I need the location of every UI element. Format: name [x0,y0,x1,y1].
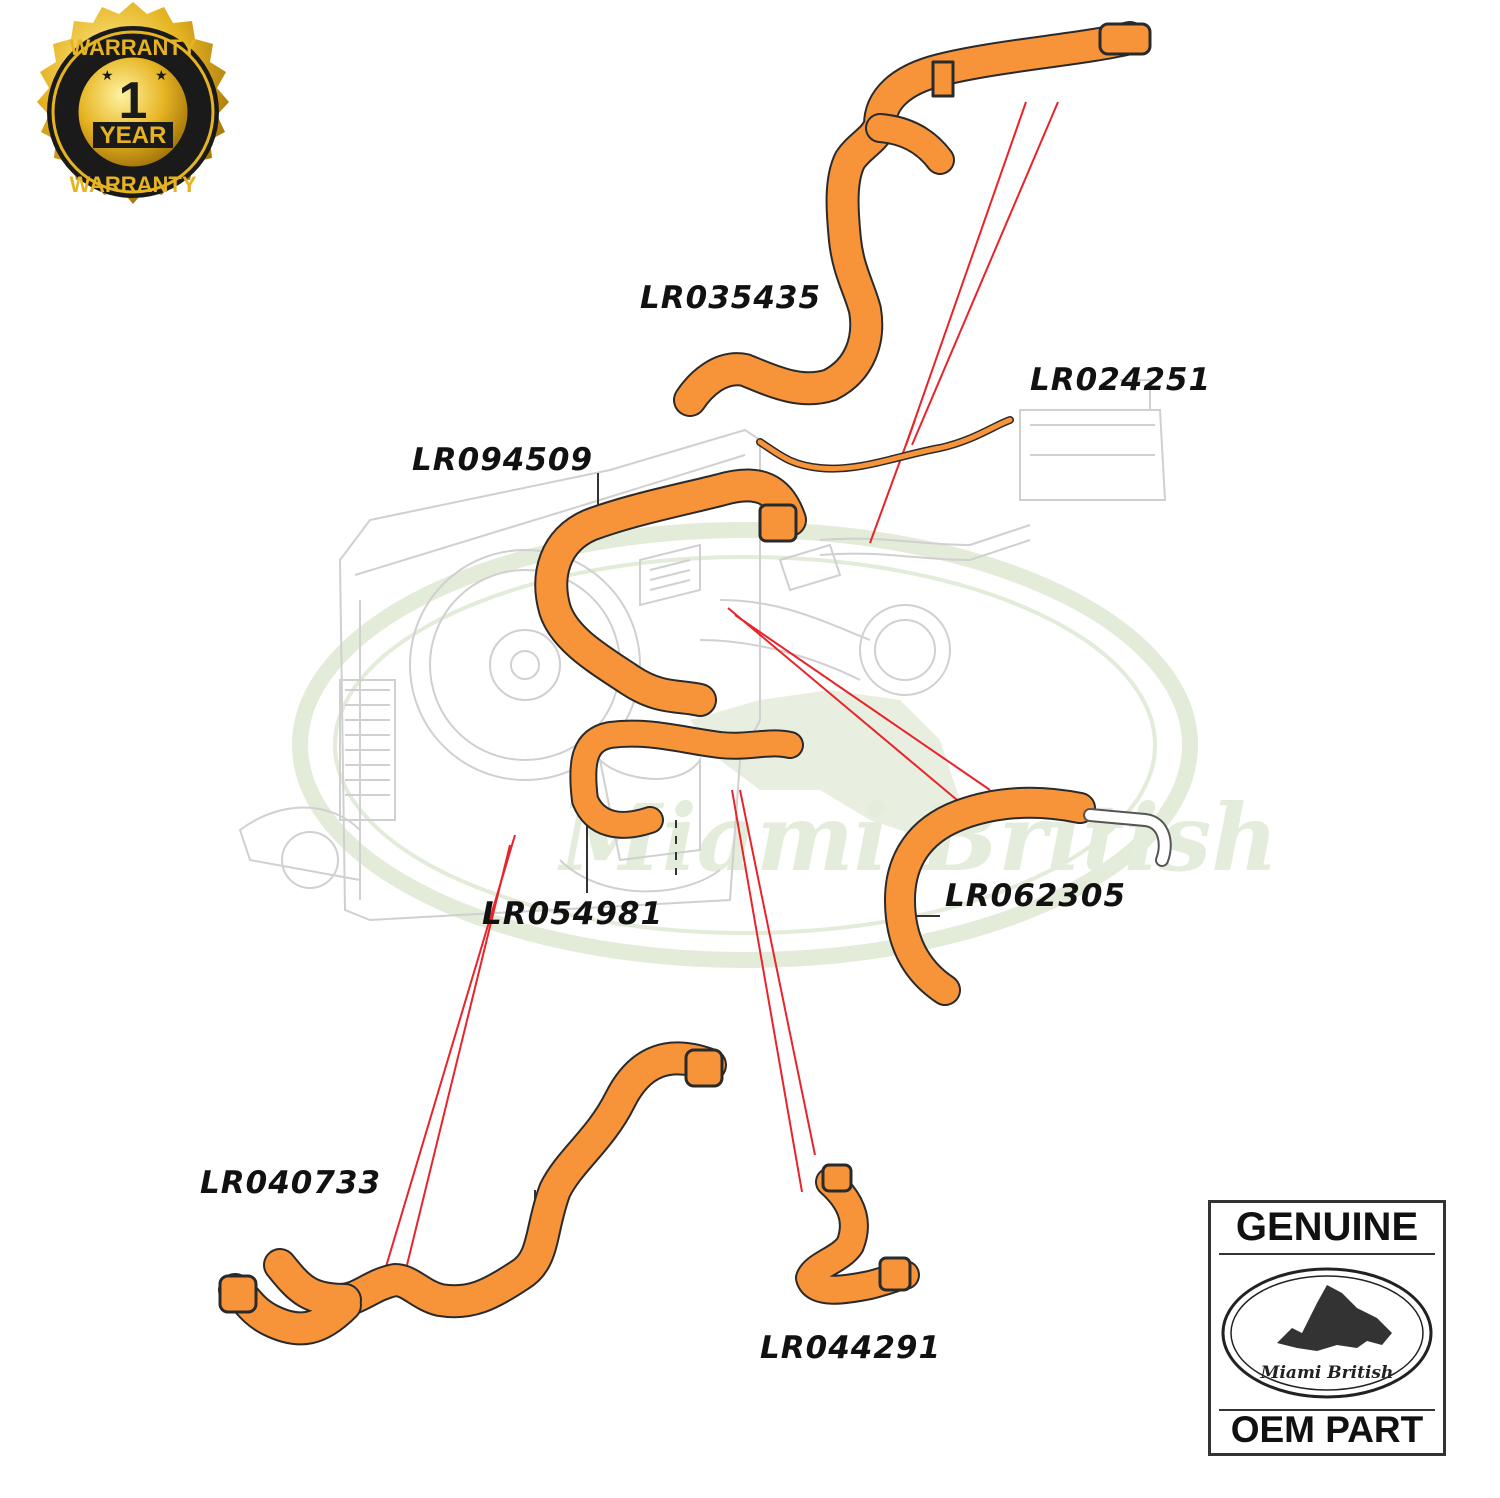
part-label-lr054981: LR054981 [482,896,664,932]
oem-part-text: OEM PART [1230,1409,1424,1450]
warranty-top-text: WARRANTY [69,35,196,60]
part-label-lr040733: LR040733 [200,1165,382,1201]
leader-line-lr044291-a [731,789,803,1193]
hose-lr094509 [534,468,807,717]
watermark-mountain [690,690,960,840]
warranty-seal-icon: WARRANTY WARRANTY 1 YEAR ★ ★ [37,2,229,204]
part-label-lr024251: LR024251 [1030,362,1212,398]
ghost-engine-outline [238,379,1167,922]
hose-lr035435 [673,21,1152,417]
svg-text:★: ★ [101,69,114,84]
leader-line-lr040733-b [406,844,511,1266]
part-label-lr094509: LR094509 [412,442,594,478]
hose-lr062305 [884,786,1172,1006]
hose-lr054981 [569,719,804,839]
leader-line-lr035435-a [905,101,1027,446]
part-label-lr062305: LR062305 [945,878,1127,914]
hose-lr040733 [218,1041,727,1346]
leader-line-lr062305-a [727,607,964,806]
badge-divider-top [1219,1253,1435,1255]
part-label-lr035435: LR035435 [640,280,822,316]
leader-line-lr024251 [869,419,916,544]
warranty-bottom-text: WARRANTY [69,172,196,197]
warranty-unit: YEAR [100,122,167,149]
hose-lr024251 [756,416,1014,473]
badge-divider-bottom [1219,1409,1435,1411]
watermark-oval-logo [292,522,1198,968]
part-label-lr044291: LR044291 [760,1330,942,1366]
logo-text: Miami British [1260,1363,1394,1383]
leader-line-lr044291-b [739,789,816,1156]
leader-line-lr035435-b [911,101,1059,446]
hose-lr044291 [795,1163,920,1305]
leader-line-lr040733-a [384,834,516,1271]
genuine-oem-badge: GENUINE Miami British OEM PART [1208,1200,1446,1456]
leader-line-lr062305-b [734,614,991,791]
miami-british-oval-logo-icon: Miami British [1221,1267,1433,1399]
genuine-text: GENUINE [1235,1205,1419,1249]
warranty-number: 1 [119,72,148,130]
svg-text:★: ★ [155,69,168,84]
